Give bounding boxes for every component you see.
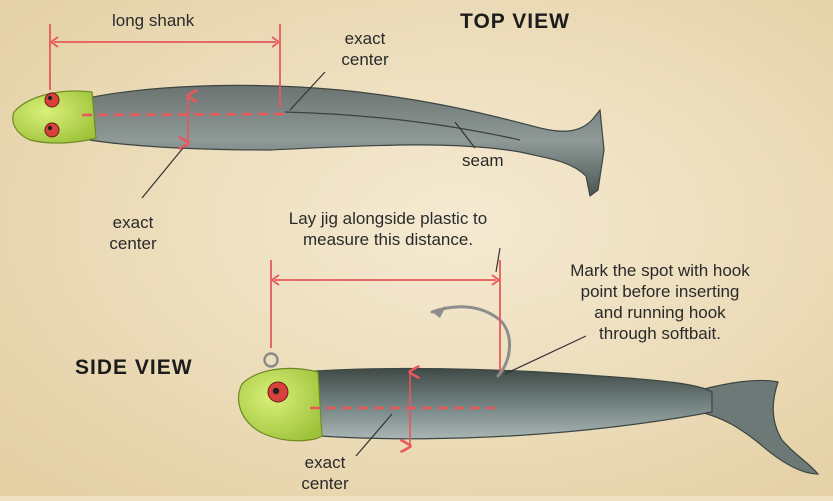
label-long-shank: long shank xyxy=(112,10,194,31)
label-line: exact xyxy=(330,28,400,49)
top-eye-lower xyxy=(45,123,59,137)
label-line: center xyxy=(330,49,400,70)
label-line: exact xyxy=(98,212,168,233)
label-seam: seam xyxy=(462,150,504,171)
label-line: Mark the spot with hook xyxy=(540,260,780,281)
label-line: Lay jig alongside plastic to xyxy=(258,208,518,229)
label-exact-center-upper: exact center xyxy=(330,28,400,70)
label-line: center xyxy=(290,473,360,494)
label-side-exact-center: exact center xyxy=(290,452,360,494)
label-exact-center-lower: exact center xyxy=(98,212,168,254)
top-view-heading: TOP VIEW xyxy=(460,10,570,34)
label-line: center xyxy=(98,233,168,254)
side-view-heading: SIDE VIEW xyxy=(75,356,193,380)
label-line: and running hook xyxy=(540,302,780,323)
label-line: through softbait. xyxy=(540,323,780,344)
top-eye-upper xyxy=(45,93,59,107)
label-line: exact xyxy=(290,452,360,473)
label-line: measure this distance. xyxy=(258,229,518,250)
label-measure-distance: Lay jig alongside plastic to measure thi… xyxy=(258,208,518,250)
label-line: point before inserting xyxy=(540,281,780,302)
label-mark-spot: Mark the spot with hook point before ins… xyxy=(540,260,780,344)
